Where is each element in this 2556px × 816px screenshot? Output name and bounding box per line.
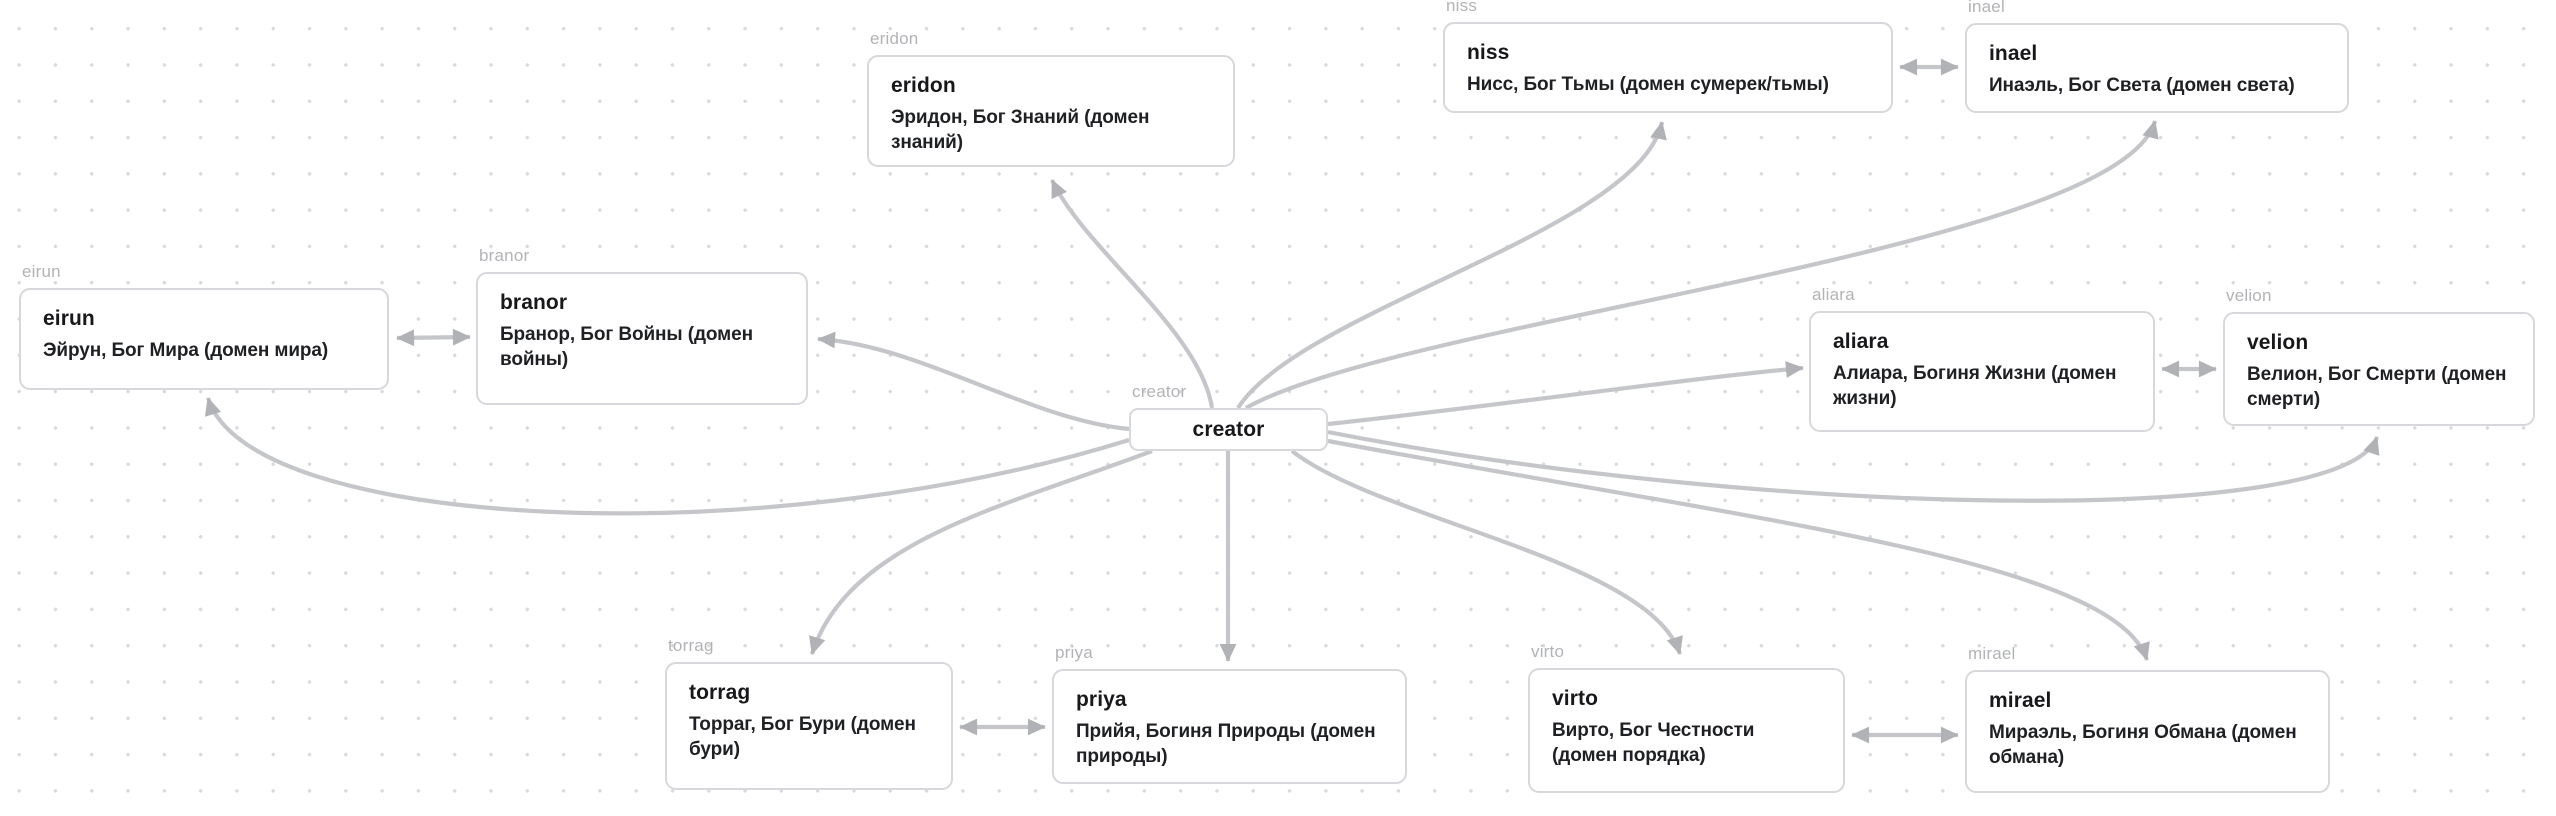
node-priya-box[interactable]: priya Прийя, Богиня Природы (домен приро… xyxy=(1052,669,1407,784)
node-branor-title: branor xyxy=(500,291,568,314)
node-niss-box[interactable]: niss Нисс, Бог Тьмы (домен сумерек/тьмы) xyxy=(1443,22,1893,113)
node-creator-canvas-label: creator xyxy=(1132,382,1187,401)
node-torrag[interactable]: torrag torrag Торраг, Бог Бури (домен бу… xyxy=(665,636,953,790)
node-eridon-canvas-label: eridon xyxy=(870,29,919,48)
node-inael[interactable]: inael inael Инаэль, Бог Света (домен све… xyxy=(1965,0,2349,113)
node-virto-box[interactable]: virto Вирто, Бог Честности (домен порядк… xyxy=(1528,668,1845,793)
node-eridon[interactable]: eridon eridon Эридон, Бог Знаний (домен … xyxy=(867,29,1235,167)
node-creator[interactable]: creator creator xyxy=(1129,382,1328,451)
node-inael-description: Инаэль, Бог Света (домен света) xyxy=(1989,75,2295,96)
node-branor-description: Бранор, Бог Войны (домен войны) xyxy=(500,324,753,370)
edge-creator-inael[interactable] xyxy=(1244,120,2159,410)
edge-creator-velion[interactable] xyxy=(1327,429,2380,503)
node-mirael-box[interactable]: mirael Мираэль, Богиня Обмана (домен обм… xyxy=(1965,670,2330,793)
node-virto-title: virto xyxy=(1552,687,1599,710)
node-torrag-canvas-label: torrag xyxy=(668,636,714,655)
node-creator-title: creator xyxy=(1192,418,1265,441)
node-velion-box[interactable]: velion Велион, Бог Смерти (домен смерти) xyxy=(2223,312,2535,426)
node-aliara-box[interactable]: aliara Алиара, Богиня Жизни (домен жизни… xyxy=(1809,311,2155,432)
edge-creator-branor[interactable] xyxy=(817,331,1130,432)
node-priya[interactable]: priya priya Прийя, Богиня Природы (домен… xyxy=(1052,643,1407,784)
node-velion-title: velion xyxy=(2247,331,2309,354)
node-priya-description: Прийя, Богиня Природы (домен природы) xyxy=(1076,721,1376,767)
node-branor-canvas-label: branor xyxy=(479,246,530,265)
node-velion-canvas-label: velion xyxy=(2226,286,2272,305)
node-eirun-title: eirun xyxy=(43,307,95,330)
node-priya-canvas-label: priya xyxy=(1055,643,1093,662)
node-inael-box[interactable]: inael Инаэль, Бог Света (домен света) xyxy=(1965,23,2349,113)
edge-creator-mirael[interactable] xyxy=(1327,438,2150,661)
node-creator-box[interactable]: creator xyxy=(1129,408,1328,451)
node-aliara[interactable]: aliara aliara Алиара, Богиня Жизни (доме… xyxy=(1809,285,2155,432)
node-torrag-box[interactable]: torrag Торраг, Бог Бури (домен бури) xyxy=(665,662,953,790)
node-virto[interactable]: virto virto Вирто, Бог Честности (домен … xyxy=(1528,642,1845,793)
node-torrag-title: torrag xyxy=(689,681,751,704)
edge-creator-virto[interactable] xyxy=(1290,449,1683,655)
node-eirun[interactable]: eirun eirun Эйрун, Бог Мира (домен мира) xyxy=(19,262,389,390)
edge-creator-aliara[interactable] xyxy=(1327,361,1804,427)
node-eridon-title: eridon xyxy=(891,74,956,97)
node-eirun-box[interactable]: eirun Эйрун, Бог Мира (домен мира) xyxy=(19,288,389,390)
node-mirael-description: Мираэль, Богиня Обмана (домен обмана) xyxy=(1989,722,2297,768)
edge-creator-eridon[interactable] xyxy=(1050,179,1215,409)
node-branor-box[interactable]: branor Бранор, Бог Войны (домен войны) xyxy=(476,272,808,405)
node-velion-description: Велион, Бог Смерти (домен смерти) xyxy=(2247,364,2507,410)
edge-creator-niss[interactable] xyxy=(1236,121,1667,410)
node-eridon-description: Эридон, Бог Знаний (домен знаний) xyxy=(891,107,1150,153)
node-aliara-description: Алиара, Богиня Жизни (домен жизни) xyxy=(1833,363,2117,409)
node-aliara-title: aliara xyxy=(1833,330,1889,353)
node-inael-canvas-label: inael xyxy=(1968,0,2005,16)
node-priya-title: priya xyxy=(1076,688,1127,711)
node-mirael-canvas-label: mirael xyxy=(1968,644,2016,663)
node-niss-title: niss xyxy=(1467,41,1510,64)
node-aliara-canvas-label: aliara xyxy=(1812,285,1855,304)
node-eridon-box[interactable]: eridon Эридон, Бог Знаний (домен знаний) xyxy=(867,55,1235,167)
node-niss-description: Нисс, Бог Тьмы (домен сумерек/тьмы) xyxy=(1467,74,1829,95)
edge-creator-torrag[interactable] xyxy=(809,449,1153,655)
node-niss-canvas-label: niss xyxy=(1446,0,1478,15)
edge-creator-eirun[interactable] xyxy=(204,397,1130,516)
node-eirun-description: Эйрун, Бог Мира (домен мира) xyxy=(43,340,329,361)
node-mirael[interactable]: mirael mirael Мираэль, Богиня Обмана (до… xyxy=(1965,644,2330,793)
node-branor[interactable]: branor branor Бранор, Бог Войны (домен в… xyxy=(476,246,808,405)
node-niss[interactable]: niss niss Нисс, Бог Тьмы (домен сумерек/… xyxy=(1443,0,1893,113)
node-virto-description: Вирто, Бог Честности (домен порядка) xyxy=(1552,720,1755,766)
node-eirun-canvas-label: eirun xyxy=(22,262,61,281)
edge-eirun-branor[interactable] xyxy=(396,328,471,347)
node-velion[interactable]: velion velion Велион, Бог Смерти (домен … xyxy=(2223,286,2535,426)
node-inael-title: inael xyxy=(1989,42,2038,65)
node-mirael-title: mirael xyxy=(1989,689,2052,712)
node-virto-canvas-label: virto xyxy=(1531,642,1565,661)
node-torrag-description: Торраг, Бог Бури (домен бури) xyxy=(689,714,916,760)
